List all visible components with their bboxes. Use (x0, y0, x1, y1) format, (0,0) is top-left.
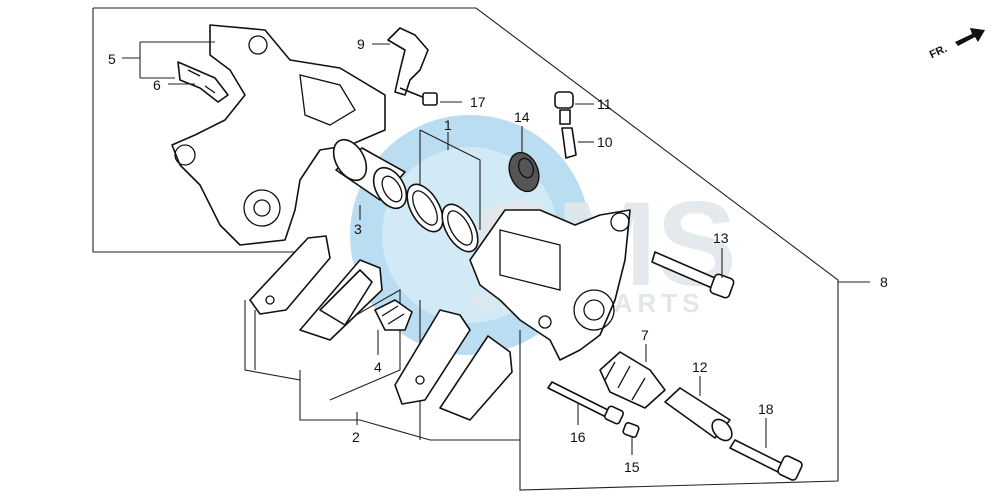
callout-8: 8 (880, 274, 888, 290)
bolt-17 (399, 87, 438, 106)
callout-10: 10 (597, 134, 613, 150)
callout-17: 17 (470, 94, 486, 110)
bleeder-valve (554, 91, 577, 159)
callout-15: 15 (624, 459, 640, 475)
slide-pin-boot (599, 351, 666, 409)
front-arrow-icon (955, 28, 985, 46)
callout-11: 11 (597, 96, 612, 112)
bolt-18 (729, 439, 803, 481)
pad-spring (374, 299, 413, 331)
callout-3: 3 (354, 221, 362, 237)
callout-6: 6 (153, 77, 161, 93)
piston-seal-set (406, 183, 479, 253)
callout-18: 18 (758, 401, 774, 417)
leader-lines (122, 41, 870, 455)
callout-16: 16 (570, 429, 586, 445)
caliper-body (469, 209, 631, 361)
callout-14: 14 (514, 109, 530, 125)
nut-15 (622, 422, 640, 438)
bleeder-cap (508, 151, 540, 193)
callout-numbers: 1 2 3 4 5 6 7 8 9 10 11 12 13 14 15 16 1… (108, 36, 888, 475)
callout-1: 1 (444, 117, 452, 133)
pin-16 (547, 381, 625, 425)
pad-pin-13 (651, 251, 735, 299)
caliper-bracket (171, 24, 386, 246)
callout-7: 7 (641, 327, 649, 343)
callout-12: 12 (692, 359, 708, 375)
brake-pad-set (249, 235, 513, 421)
callout-5: 5 (108, 51, 116, 67)
pad-retainer-clip (177, 61, 229, 103)
caliper-piston (332, 138, 408, 210)
assembly-outlines (92, 7, 839, 491)
front-direction-label: FR. (928, 43, 949, 61)
callout-2: 2 (352, 429, 360, 445)
callout-4: 4 (374, 359, 382, 375)
front-direction-badge: FR. (928, 28, 985, 61)
pad-pin-plate (387, 27, 429, 96)
callout-13: 13 (713, 230, 729, 246)
slide-sleeve (664, 387, 733, 442)
callout-9: 9 (357, 36, 365, 52)
